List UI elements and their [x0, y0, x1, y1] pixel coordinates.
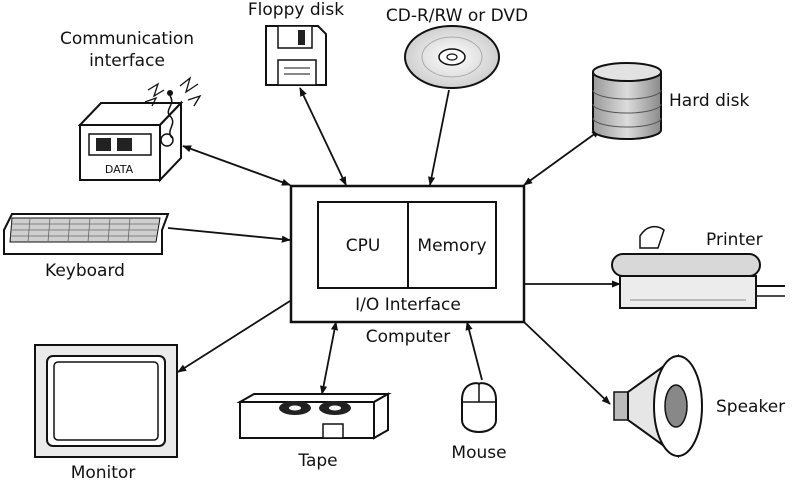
io-interface-label: I/O Interface	[355, 295, 461, 315]
computer-box: CPU Memory I/O Interface	[289, 184, 526, 324]
speaker-label: Speaker	[716, 397, 785, 417]
cd-icon	[404, 25, 500, 89]
arrow-keyboard	[167, 227, 291, 243]
cd-label: CD-R/RW or DVD	[386, 6, 528, 26]
arrow-speaker	[523, 321, 611, 405]
arrow-monitor	[177, 300, 291, 373]
memory-box	[407, 201, 497, 289]
memory-label: Memory	[417, 236, 486, 256]
communication-device: DATA	[77, 76, 202, 183]
arrow-tape	[320, 321, 338, 395]
mouse-label: Mouse	[451, 443, 506, 463]
antenna-icon	[167, 95, 174, 139]
signal-bolts-icon	[144, 76, 202, 107]
arrow-mouse	[465, 321, 483, 381]
floppy-disk-icon	[265, 25, 327, 86]
mouse-icon	[461, 382, 497, 433]
arrow-communication	[182, 145, 291, 186]
floppy-label: Floppy disk	[248, 0, 344, 20]
hard-disk-icon	[592, 62, 662, 140]
tape-label: Tape	[297, 451, 337, 471]
speaker-icon	[613, 354, 703, 458]
monitor-label: Monitor	[71, 463, 136, 482]
harddisk-label: Hard disk	[669, 91, 749, 111]
keyboard-icon	[3, 213, 170, 255]
computer-label: Computer	[366, 327, 451, 347]
communication-label-line1: Communication	[60, 29, 194, 49]
data-label: DATA	[105, 163, 134, 176]
tape-icon	[236, 392, 392, 440]
printer-icon	[611, 225, 785, 309]
arrow-harddisk	[523, 129, 601, 186]
connection-arrows	[167, 87, 621, 405]
arrow-cd	[428, 89, 450, 186]
monitor-icon	[34, 344, 178, 458]
cpu-label: CPU	[346, 236, 381, 256]
keyboard-label: Keyboard	[45, 261, 125, 281]
cpu-box	[317, 201, 409, 289]
printer-label: Printer	[706, 230, 763, 250]
communication-label-line2: interface	[89, 51, 165, 71]
arrow-floppy	[299, 87, 347, 186]
